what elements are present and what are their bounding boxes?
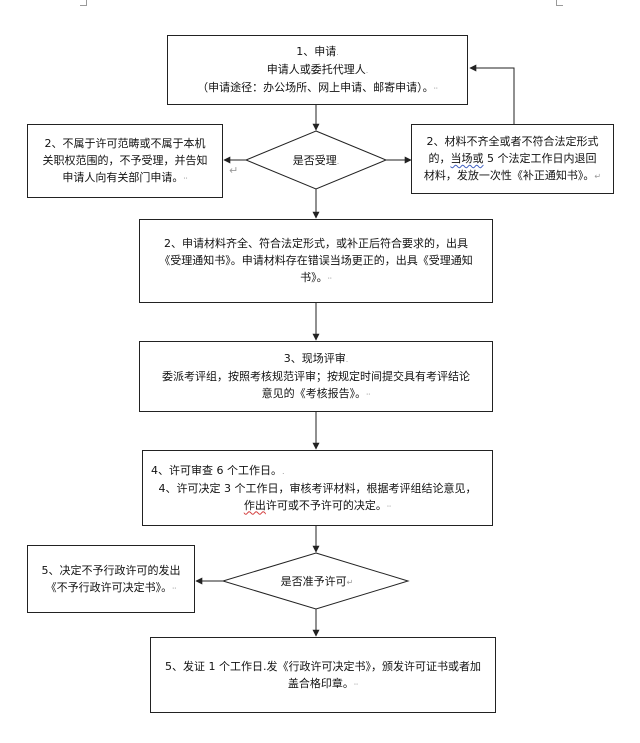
- site-review-line-2: 委派考评组，按照考核规范评审；按规定时间提交具有考评结论: [162, 370, 470, 383]
- deny-line-1: 5、决定不予行政许可的发出: [41, 563, 181, 577]
- accepted-line-3: 书》。: [300, 271, 328, 284]
- site-review-line-3: 意见的《考核报告》。: [261, 387, 367, 400]
- decision-accept-label: 是否受理.: [292, 154, 340, 167]
- not-in-scope-line-1: 2、不属于许可范畴或不属于本机: [44, 137, 206, 150]
- not-in-scope-line-3: 申请人向有关部门申请。: [62, 171, 184, 184]
- incomplete-on-site: 当场或: [450, 152, 484, 165]
- node-not-in-scope: 2、不属于许可范畴或不属于本机 关职权范围的，不予受理，并告知 申请人向有关部门…: [27, 124, 223, 198]
- accepted-line-1: 2、申请材料齐全、符合法定形式，或补正后符合要求的，出具: [164, 237, 468, 250]
- not-in-scope-line-2: 关职权范围的，不予受理，并告知: [42, 154, 208, 167]
- decision-grant-label: 是否准予许可↵: [280, 575, 354, 588]
- node-apply: 1、申请. 申请人或委托代理人. （申请途径：办公场所、网上申请、邮寄申请）。⸱…: [167, 35, 468, 105]
- node-incomplete: 2、材料不齐全或者不符合法定形式 的，当场或 5 个法定工作日内退回 材料，发放…: [411, 124, 614, 194]
- crop-mark-top-right: [556, 0, 563, 6]
- node-deny: 5、决定不予行政许可的发出 《不予行政许可决定书》。⸱⸱: [27, 545, 195, 613]
- accepted-line-2: 《受理通知书》。申请材料存在错误当场更正的，出具《受理通知: [159, 254, 473, 267]
- license-review-make: 作出: [243, 498, 266, 512]
- apply-channels: （申请途径：办公场所、网上申请、邮寄申请）。: [197, 81, 434, 94]
- apply-title: 1、申请: [296, 45, 337, 58]
- incomplete-line-3: 材料，发放一次性《补正通知书》。: [423, 169, 595, 182]
- apply-applicant: 申请人或委托代理人: [266, 63, 366, 76]
- incomplete-line-1: 2、材料不齐全或者不符合法定形式: [426, 135, 599, 148]
- node-accepted: 2、申请材料齐全、符合法定形式，或补正后符合要求的，出具 《受理通知书》。申请材…: [139, 219, 493, 303]
- issue-line-2: 盖合格印章。: [287, 676, 354, 690]
- node-site-review: 3、现场评审. 委派考评组，按照考核规范评审；按规定时间提交具有考评结论 意见的…: [139, 341, 493, 412]
- license-review-line-1: 4、许可审查 6 个工作日。: [151, 463, 282, 477]
- node-issue: 5、发证 1 个工作日.发《行政许可决定书》，颁发许可证书或者加 盖合格印章。⸱…: [150, 637, 496, 713]
- deny-line-2: 《不予行政许可决定书》。: [45, 580, 173, 594]
- crop-mark-top-left: [80, 0, 87, 6]
- arrow-incomplete-back-to-apply: [469, 64, 515, 124]
- site-review-title: 3、现场评审: [283, 352, 346, 365]
- license-review-line-2: 4、许可决定 3 个工作日，审核考评材料，根据考评组结论意见，: [158, 481, 477, 495]
- issue-line-1: 5、发证 1 个工作日.发《行政许可决定书》，颁发许可证书或者加: [165, 659, 481, 673]
- paragraph-mark-left: ↵: [229, 164, 239, 177]
- node-license-review: 4、许可审查 6 个工作日。. 4、许可决定 3 个工作日，审核考评材料，根据考…: [142, 450, 493, 526]
